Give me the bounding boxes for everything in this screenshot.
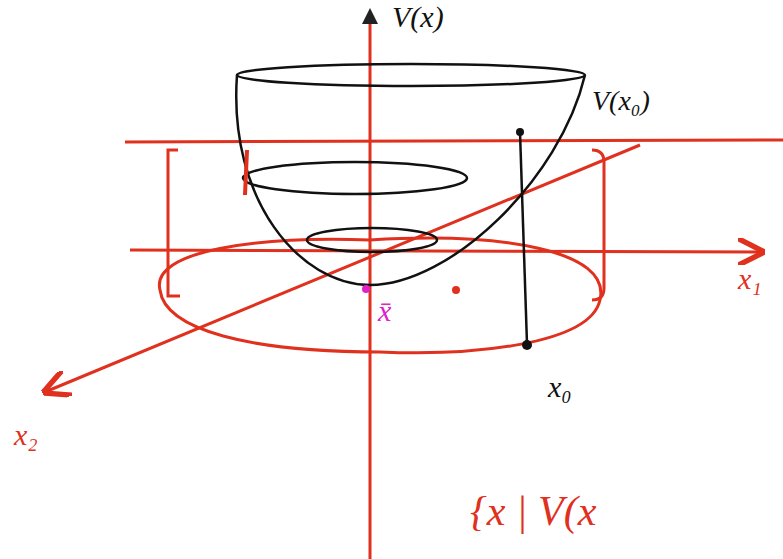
region-dot [452,286,460,294]
level-curve [307,228,437,252]
projection-mark [245,150,247,195]
bowl-surface [236,75,585,285]
axis-label: x₂ [14,418,38,451]
level-curve [243,162,467,194]
equilibrium-point [362,285,370,293]
equilibrium-label: x̄ [378,294,391,327]
axis-label: V(x) [392,0,444,33]
x1-axis [130,250,762,252]
level-plane-line [125,140,783,142]
bowl-rim [237,64,585,86]
v-axis-arrowhead [362,8,378,24]
lift-line [520,132,527,344]
point-label: x₀ [548,370,572,403]
level-value-label: V(x₀) [592,86,650,117]
x2-axis [45,145,640,392]
level-set-region [159,238,601,353]
surface-point [516,128,524,136]
x0-point [522,340,532,350]
axis-label: x₁ [738,262,762,295]
set-notation: {x | V(x [470,488,596,534]
left-bracket [168,150,180,296]
right-bracket [592,150,604,300]
